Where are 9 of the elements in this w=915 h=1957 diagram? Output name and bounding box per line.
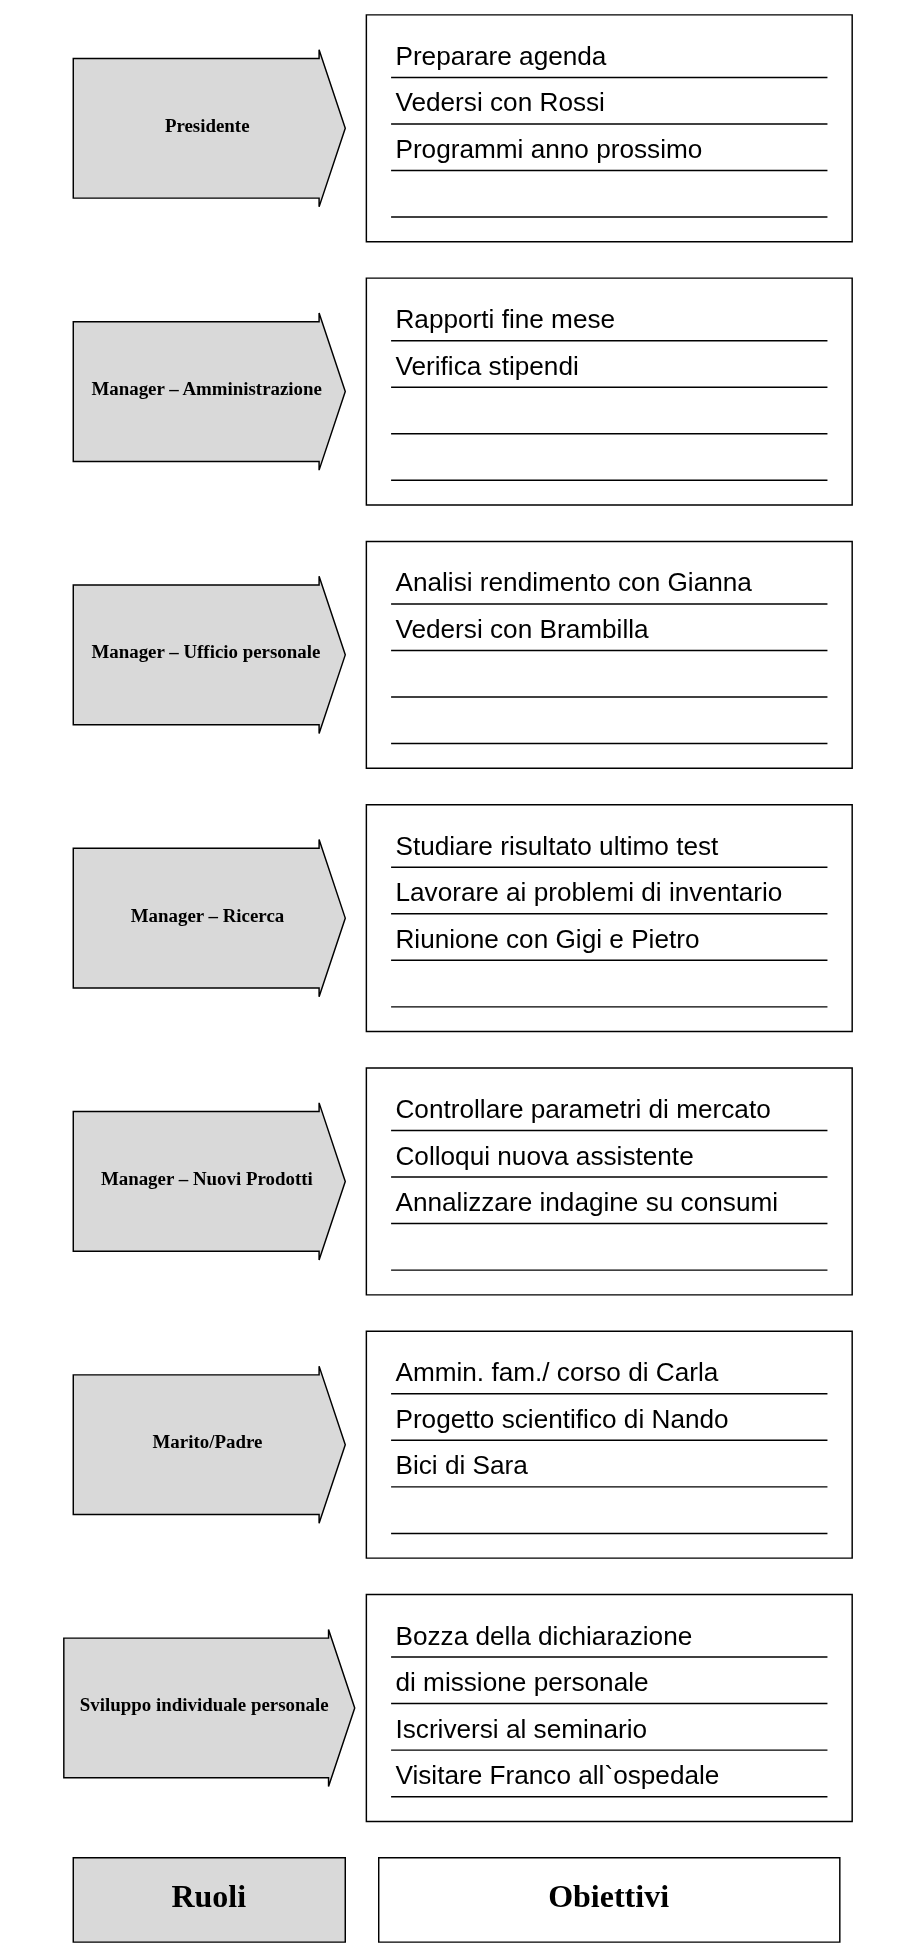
node-box: Obiettivi (377, 1857, 841, 1943)
node-box: Ruoli (72, 1857, 346, 1943)
node-box: Studiare risultato ultimo test Lavorare ai problemi di inventario Riunione con Gigi e Pietro (365, 803, 853, 1033)
node-box: Rapporti fine mese Verifica stipendi (365, 277, 853, 506)
node-box: Ammin. fam./ corso di Carla Progetto scientifico di Nando Bici di Sara (365, 1330, 853, 1559)
node-box: Analisi rendimento con Gianna Vedersi con Brambilla (365, 540, 853, 770)
node-box: Preparare agenda Vedersi con Rossi Programmi anno prossimo (365, 14, 853, 243)
node-box: Controllare parametri di mercato Colloqui nuova assistente Annalizzare indagine su consumi (365, 1067, 853, 1296)
node-box: Bozza della dichiarazione di missione personale Iscriversi al seminario Visitare Franco all`ospedale (365, 1593, 853, 1823)
